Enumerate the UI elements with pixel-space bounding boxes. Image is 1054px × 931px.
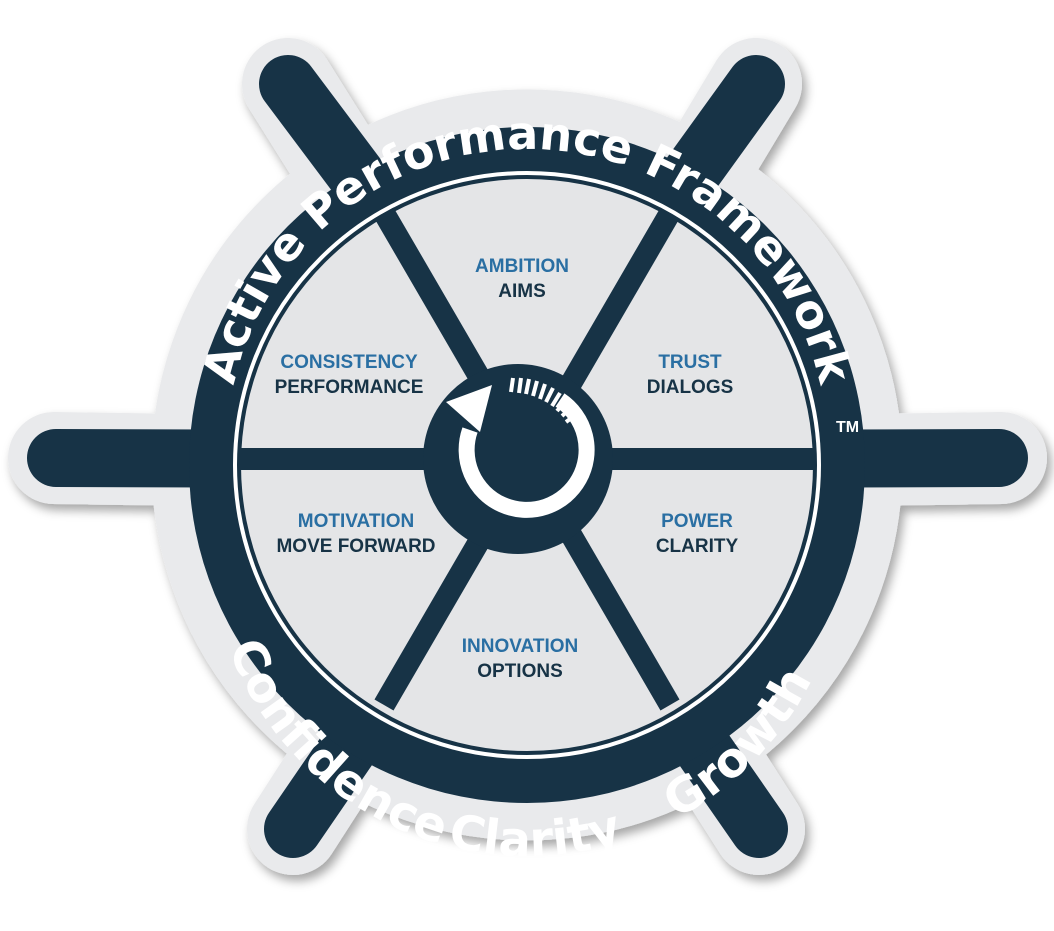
segment-action: CLARITY (656, 536, 739, 557)
segment-value: AMBITION (475, 256, 569, 277)
segment-action: AIMS (498, 281, 546, 302)
segment-action: PERFORMANCE (275, 377, 424, 398)
cycle-arrow-icon (446, 377, 595, 518)
segment-action: MOVE FORWARD (276, 536, 435, 557)
segment-top-left: CONSISTENCY PERFORMANCE (275, 352, 424, 398)
segment-value: INNOVATION (462, 636, 578, 657)
segment-bottom-right: POWER CLARITY (656, 511, 739, 557)
segment-value: TRUST (658, 352, 722, 373)
segment-top-right: TRUST DIALOGS (647, 352, 734, 398)
segment-bottom: INNOVATION OPTIONS (462, 636, 578, 682)
segment-value: POWER (661, 511, 733, 532)
trademark-mark: TM (836, 419, 859, 436)
segment-value: CONSISTENCY (280, 352, 418, 373)
segment-action: OPTIONS (477, 661, 563, 682)
segment-action: DIALOGS (647, 377, 734, 398)
ring-divider (233, 171, 821, 759)
segment-value: MOTIVATION (298, 511, 414, 532)
segment-top: AMBITION AIMS (475, 256, 569, 302)
segment-bottom-left: MOTIVATION MOVE FORWARD (276, 511, 435, 557)
